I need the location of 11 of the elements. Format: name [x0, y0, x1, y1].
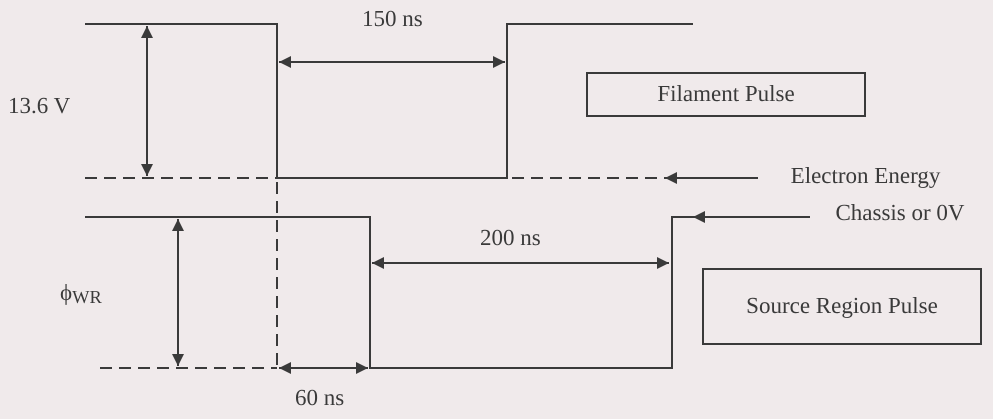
dimension-label: 13.6 V — [8, 93, 70, 119]
signal-name: Electron Energy — [758, 163, 973, 193]
signal-name: Chassis or 0V — [810, 200, 990, 230]
label-box: Filament Pulse — [586, 72, 866, 117]
dimension-label: 150 ns — [362, 6, 423, 32]
leader-arrow — [693, 211, 810, 223]
dimension-label: 60 ns — [295, 385, 344, 411]
label-box: Source Region Pulse — [702, 268, 982, 345]
dimension-label: 200 ns — [480, 225, 541, 251]
leader-arrow — [665, 172, 758, 184]
symbol-label: ϕ$_{WR}$ — [60, 280, 102, 308]
